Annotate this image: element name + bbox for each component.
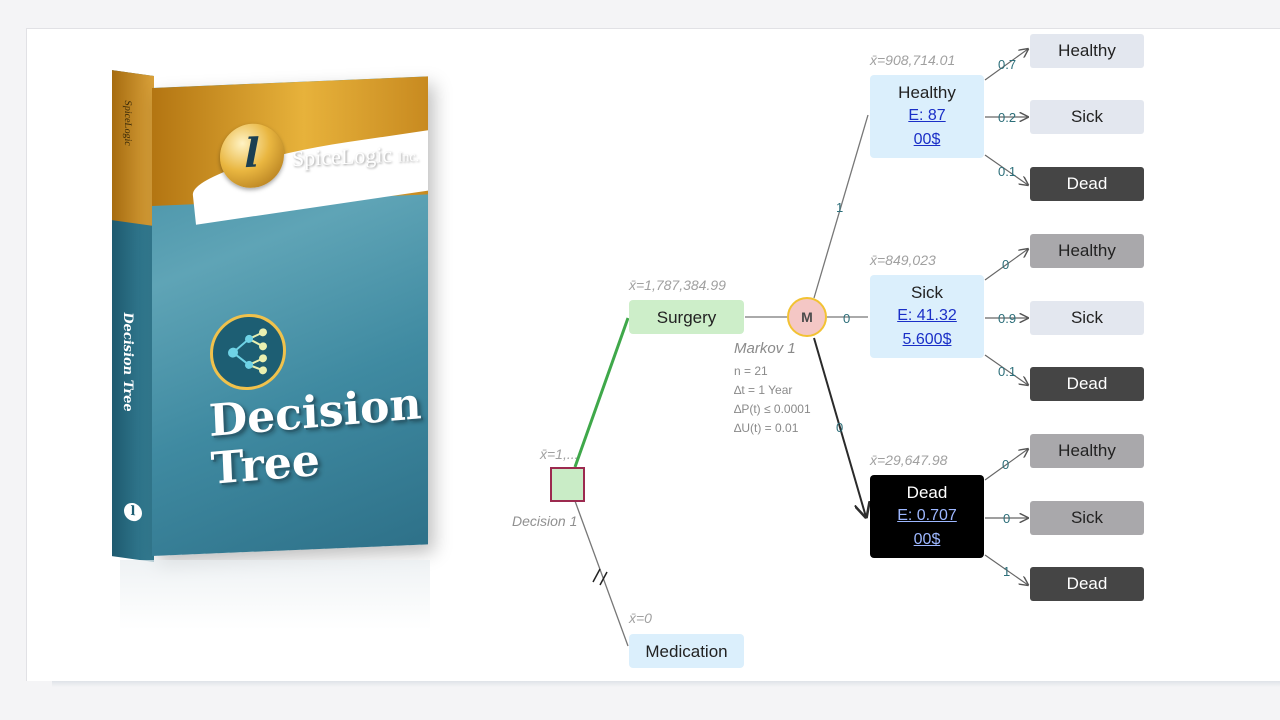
markov-prob-healthy: 1 <box>836 200 844 215</box>
box-reflection <box>120 560 430 630</box>
surgery-expected-value: x̄=1,787,384.99 <box>629 277 726 293</box>
decision-expected-value: x̄=1,... <box>540 446 579 462</box>
prob-sick-healthy: 0 <box>1002 257 1010 272</box>
state-sick-label: Sick <box>910 283 944 302</box>
state-sick-expected: x̄=849,023 <box>870 252 936 268</box>
state-healthy-node[interactable]: Healthy E: 87 00$ <box>870 75 984 158</box>
state-dead-expected: x̄=29,647.98 <box>870 452 948 468</box>
state-dead-node[interactable]: Dead E: 0.707 00$ <box>870 475 984 558</box>
edge-decision-medication <box>574 500 629 647</box>
markov-info: n = 21 ∆t = 1 Year ∆P(t) ≤ 0.0001 ∆U(t) … <box>734 364 811 435</box>
outcome-dead-dead[interactable]: Dead <box>1030 567 1144 601</box>
outcome-healthy-dead[interactable]: Dead <box>1030 167 1144 201</box>
prob-dead-sick: 0 <box>1003 511 1011 526</box>
state-healthy-value-link[interactable]: E: 87 <box>908 107 946 124</box>
edge-break-mark <box>599 571 608 586</box>
state-dead-value-link[interactable]: E: 0.707 <box>897 507 957 524</box>
markov-label: Markov 1 <box>734 340 796 357</box>
state-healthy-expected: x̄=908,714.01 <box>870 52 956 68</box>
outcome-dead-healthy[interactable]: Healthy <box>1030 434 1144 468</box>
state-dead-label: Dead <box>906 483 948 502</box>
markov-node[interactable]: M <box>787 297 827 337</box>
outcome-healthy-sick[interactable]: Sick <box>1030 100 1144 134</box>
prob-dead-healthy: 0 <box>1002 457 1010 472</box>
edge-break-mark <box>592 568 601 583</box>
edge-markov-dead <box>813 337 866 517</box>
outcome-healthy-healthy[interactable]: Healthy <box>1030 34 1144 68</box>
edge-decision-surgery <box>573 317 630 468</box>
prob-dead-dead: 1 <box>1003 564 1011 579</box>
edge-markov-healthy <box>813 114 869 299</box>
state-dead-value-link-cont[interactable]: 00$ <box>913 531 941 548</box>
state-healthy-label: Healthy <box>898 83 956 102</box>
outcome-sick-dead[interactable]: Dead <box>1030 367 1144 401</box>
prob-healthy-dead: 0.1 <box>998 164 1017 179</box>
state-healthy-value-link-cont[interactable]: 00$ <box>913 131 941 148</box>
decision-node[interactable] <box>550 467 585 502</box>
medication-expected-value: x̄=0 <box>629 610 652 626</box>
box-front: l SpiceLogic Inc. Decision Tree <box>152 76 428 556</box>
markov-prob-dead: 0 <box>836 420 844 435</box>
state-sick-value-link[interactable]: E: 41.32 <box>897 307 957 324</box>
prob-healthy-sick: 0.2 <box>998 110 1017 125</box>
state-sick-value-link-cont[interactable]: 5.600$ <box>902 331 952 348</box>
surgery-node[interactable]: Surgery <box>629 300 744 334</box>
decision-tree-icon <box>210 312 286 392</box>
state-sick-node[interactable]: Sick E: 41.32 5.600$ <box>870 275 984 358</box>
product-box: SpiceLogic Decision Tree l l SpiceLogic … <box>112 70 428 566</box>
prob-healthy-healthy: 0.7 <box>998 57 1017 72</box>
outcome-sick-healthy[interactable]: Healthy <box>1030 234 1144 268</box>
outcome-dead-sick[interactable]: Sick <box>1030 501 1144 535</box>
decision-label: Decision 1 <box>512 513 578 529</box>
prob-sick-dead: 0.1 <box>998 364 1017 379</box>
medication-node[interactable]: Medication <box>629 634 744 668</box>
prob-sick-sick: 0.9 <box>998 311 1017 326</box>
outcome-sick-sick[interactable]: Sick <box>1030 301 1144 335</box>
markov-prob-sick: 0 <box>843 311 851 326</box>
canvas-shadow <box>52 681 1280 687</box>
